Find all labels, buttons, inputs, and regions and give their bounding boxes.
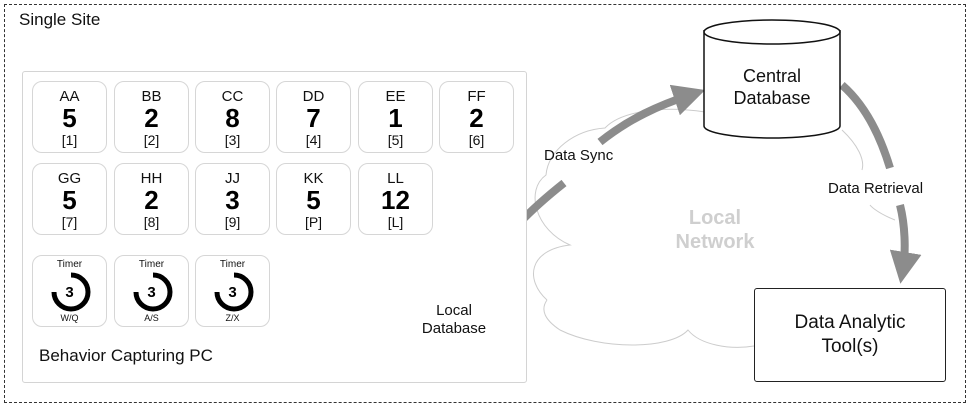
key-count: 3	[225, 185, 240, 215]
data-sync-arrow-up	[597, 84, 706, 146]
key-count: 5	[62, 103, 77, 133]
key-count: 12	[381, 185, 410, 215]
central-database-icon	[703, 19, 841, 139]
timer-keys: A/S	[144, 313, 159, 323]
key-count: 2	[144, 185, 159, 215]
central-database-line2: Database	[733, 87, 811, 108]
single-site-boundary	[4, 4, 966, 403]
key-name: EE	[385, 88, 406, 105]
key-name: BB	[141, 88, 162, 105]
timer-keys: Z/X	[225, 313, 240, 323]
data-retrieval-label: Data Retrieval	[828, 180, 924, 197]
key-hotkey: [9]	[224, 214, 241, 230]
key-name: LL	[387, 170, 404, 187]
key-hotkey: [4]	[305, 132, 322, 148]
key-count: 7	[306, 103, 321, 133]
network-line2: Network	[675, 231, 755, 253]
key-hotkey: [L]	[387, 214, 404, 230]
local-database-line1: Local	[436, 302, 472, 319]
local-database-label: Local Database	[398, 302, 510, 338]
tool-line1: Data Analytic	[794, 312, 906, 333]
key-name: GG	[57, 170, 82, 187]
timer-label: Timer	[56, 259, 83, 270]
pc-label: Behavior Capturing PC	[39, 346, 213, 365]
key-hotkey: [2]	[143, 132, 160, 148]
key-hotkey: [8]	[143, 214, 160, 230]
key-count: 2	[144, 103, 159, 133]
key-count: 5	[306, 185, 321, 215]
timer-label: Timer	[219, 259, 246, 270]
network-line1: Local	[688, 207, 742, 229]
key-count: 1	[388, 103, 403, 133]
key-name: CC	[221, 88, 244, 105]
timer-keys: W/Q	[60, 313, 79, 323]
timer-ring-icon	[214, 272, 254, 312]
data-retrieval-arrow-top	[839, 81, 894, 170]
timer-value: 3	[65, 284, 74, 301]
key-name: HH	[140, 170, 163, 187]
key-hotkey: [1]	[61, 132, 78, 148]
site-title: Single Site	[19, 10, 101, 29]
key-name: DD	[302, 88, 325, 105]
key-name: JJ	[225, 170, 240, 187]
key-hotkey: [P]	[304, 214, 323, 230]
timer-label: Timer	[138, 259, 165, 270]
data-sync-label: Data Sync	[544, 147, 614, 164]
timer-value: 3	[147, 284, 156, 301]
key-name: AA	[59, 88, 80, 105]
local-network-cloud	[533, 108, 896, 348]
local-network-label: Local Network	[660, 206, 770, 254]
data-retrieval-arrow-bottom	[889, 204, 922, 284]
key-name: KK	[303, 170, 324, 187]
local-database-line2: Database	[421, 320, 487, 337]
key-count: 8	[225, 103, 240, 133]
timer-value: 3	[228, 284, 237, 301]
data-analytic-tool-box: Data Analytic Tool(s)	[754, 288, 946, 382]
key-name: FF	[467, 88, 486, 105]
tool-line2: Tool(s)	[821, 335, 879, 357]
central-database-label: Central Database	[705, 66, 839, 109]
key-count: 5	[62, 185, 77, 215]
central-database-line1: Central	[742, 66, 802, 86]
timer-ring-icon	[51, 272, 91, 312]
key-count: 2	[469, 103, 484, 133]
timer-ring-icon	[133, 272, 173, 312]
key-hotkey: [5]	[387, 132, 404, 148]
key-hotkey: [3]	[224, 132, 241, 148]
key-hotkey: [6]	[468, 132, 485, 148]
key-hotkey: [7]	[61, 214, 78, 230]
